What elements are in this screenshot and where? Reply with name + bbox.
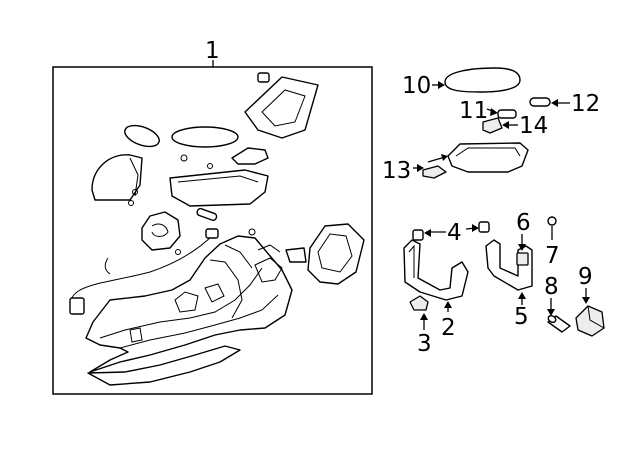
hinge-bracket (231, 147, 269, 165)
bushing-4a (412, 229, 424, 241)
side-bin (91, 154, 143, 201)
latch-pad-12 (529, 97, 551, 107)
callout-6: 6 (516, 210, 531, 236)
latch-14 (482, 117, 503, 134)
cap-9 (575, 305, 605, 337)
callout-1: 1 (205, 38, 220, 64)
storage-tray-13 (422, 142, 529, 179)
callout-12: 12 (571, 91, 600, 117)
bracket-2 (403, 239, 469, 301)
nut-6 (516, 252, 529, 266)
clip-part-11 (497, 109, 517, 119)
console-tray (169, 126, 269, 207)
bushing-4b (478, 221, 490, 233)
callout-11: 11 (459, 98, 488, 124)
side-trim-panel (285, 223, 365, 285)
callout-4: 4 (447, 220, 462, 246)
callout-10: 10 (402, 73, 431, 99)
armrest-lid (444, 67, 521, 93)
callout-9: 9 (578, 264, 593, 290)
callout-2: 2 (441, 315, 456, 341)
callout-8: 8 (544, 274, 559, 300)
trim-pad (124, 124, 160, 148)
callout-14: 14 (519, 113, 548, 139)
cup-holder-insert (141, 211, 181, 251)
callout-3: 3 (417, 331, 432, 357)
console-base (85, 235, 293, 386)
screw-7 (547, 216, 557, 226)
callout-13: 13 (382, 158, 411, 184)
wire-harness (69, 228, 219, 315)
armrest-frame (244, 72, 319, 139)
callout-7: 7 (545, 243, 560, 269)
callout-5: 5 (514, 304, 529, 330)
bolt-3 (409, 295, 429, 311)
slot-insert (196, 207, 218, 222)
